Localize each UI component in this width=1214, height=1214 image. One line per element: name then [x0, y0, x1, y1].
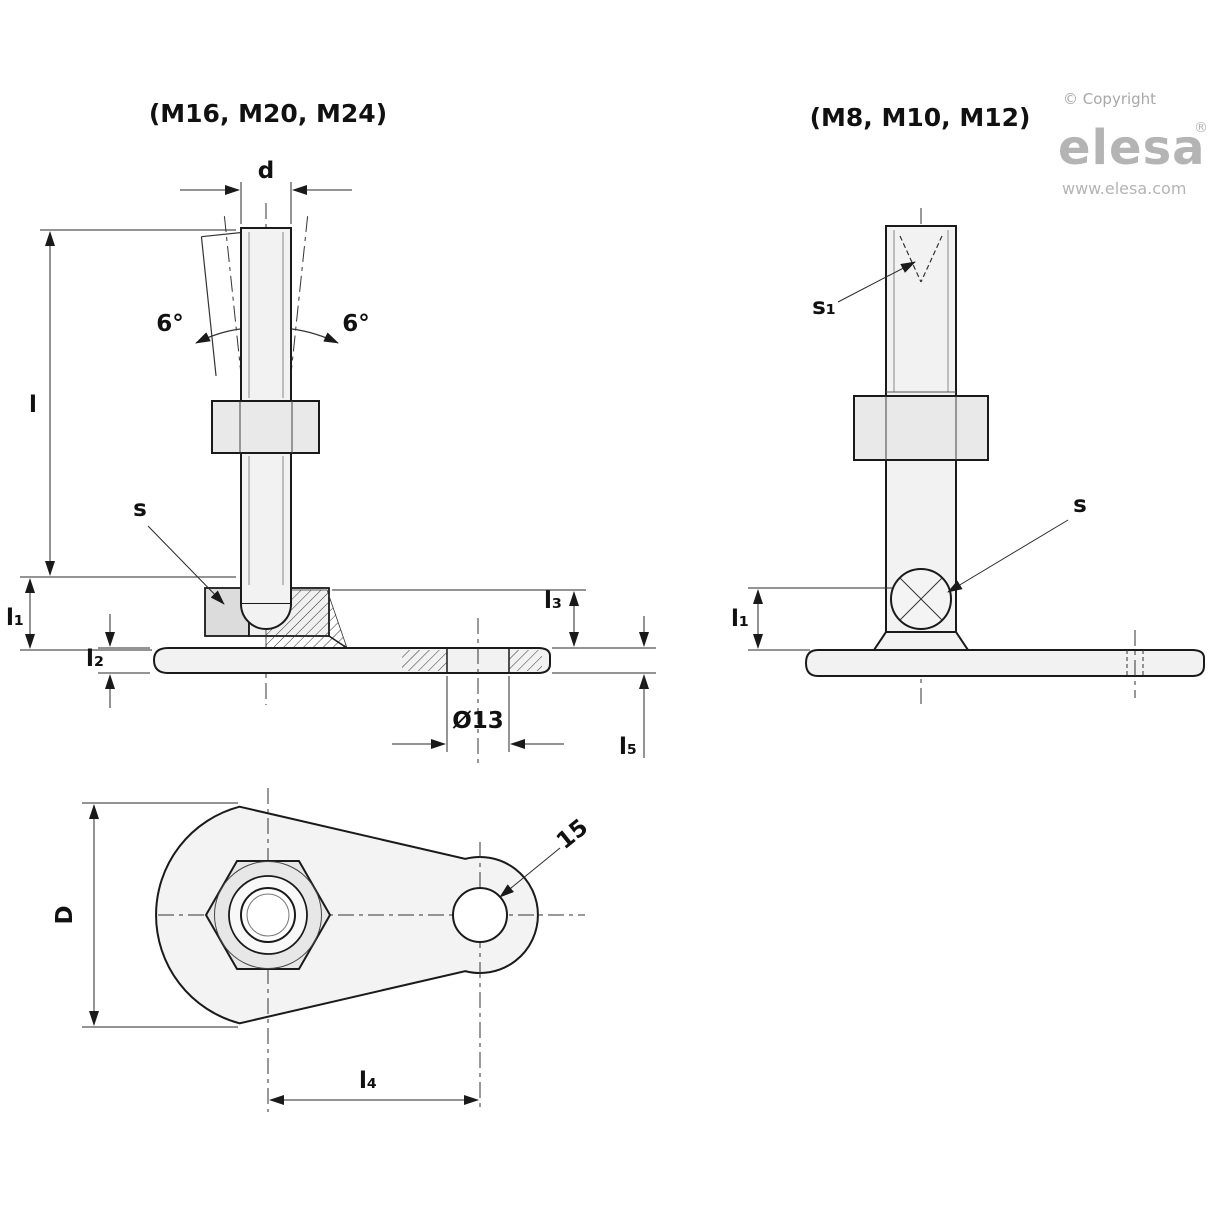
elesa-logo: elesa [1058, 120, 1206, 176]
dim-dia13 [392, 676, 564, 752]
dim-label-l2: l₂ [86, 646, 104, 672]
front-view-small: (M8, M10, M12) [731, 103, 1205, 706]
hex-nut-top-view [204, 860, 332, 970]
foot-flare-small [872, 631, 970, 651]
leader-hole15 [499, 847, 561, 898]
front-view-large-title: (M16, M20, M24) [149, 99, 387, 128]
plate-section-hatch-left [402, 650, 447, 671]
mounting-hole [452, 887, 508, 943]
dim-label-D: D [52, 905, 78, 924]
registered-mark: ® [1194, 120, 1208, 136]
base-plate-side-large [152, 618, 551, 765]
dim-l2 [98, 614, 150, 708]
dim-l5 [552, 616, 656, 758]
hex-socket-hidden-edge [920, 235, 943, 283]
front-view-small-title: (M8, M10, M12) [810, 103, 1031, 132]
dim-D [82, 802, 238, 1028]
hex-nut-large [211, 400, 320, 454]
dim-l1-small [748, 587, 892, 651]
angle-label-right: 6° [342, 311, 370, 337]
leader-s1 [837, 261, 916, 303]
logo: © Copyright elesa ® www.elesa.com [1058, 90, 1208, 198]
angle-label-left: 6° [156, 311, 184, 337]
label-s-small: s [1073, 492, 1087, 518]
hex-socket-hidden-edge [899, 235, 922, 283]
swivel-ball-small [890, 568, 952, 630]
plate-section-hatch-right [509, 650, 542, 671]
dim-label-l3: l₃ [544, 588, 562, 614]
front-view-large: (M16, M20, M24) 6° 6° [6, 99, 656, 765]
website-text: www.elesa.com [1062, 179, 1186, 198]
label-s-large: s [133, 496, 147, 522]
dim-label-dia13: Ø13 [452, 708, 504, 734]
hex-nut-small [853, 395, 989, 461]
dim-label-l1-small: l₁ [731, 606, 749, 632]
dim-label-l1: l₁ [6, 605, 24, 631]
dim-l1 [20, 578, 152, 651]
copyright-text: © Copyright [1063, 90, 1156, 108]
dim-label-hole15: 15 [552, 814, 593, 854]
dim-label-d: d [258, 158, 274, 184]
leader-s-small [947, 519, 1069, 593]
base-plate-side-small [804, 630, 1205, 698]
thread-hole-circle [240, 887, 296, 943]
stud-ball-end [240, 603, 292, 630]
dim-d [180, 182, 352, 224]
label-s1: s₁ [812, 294, 836, 320]
dim-label-l5: l₅ [619, 734, 637, 760]
bottom-view: D l₄ 15 [52, 788, 593, 1112]
dim-label-l4: l₄ [359, 1068, 377, 1094]
dim-label-l: l [29, 392, 37, 418]
leader-s-large [147, 525, 225, 605]
dim-l [20, 229, 236, 578]
